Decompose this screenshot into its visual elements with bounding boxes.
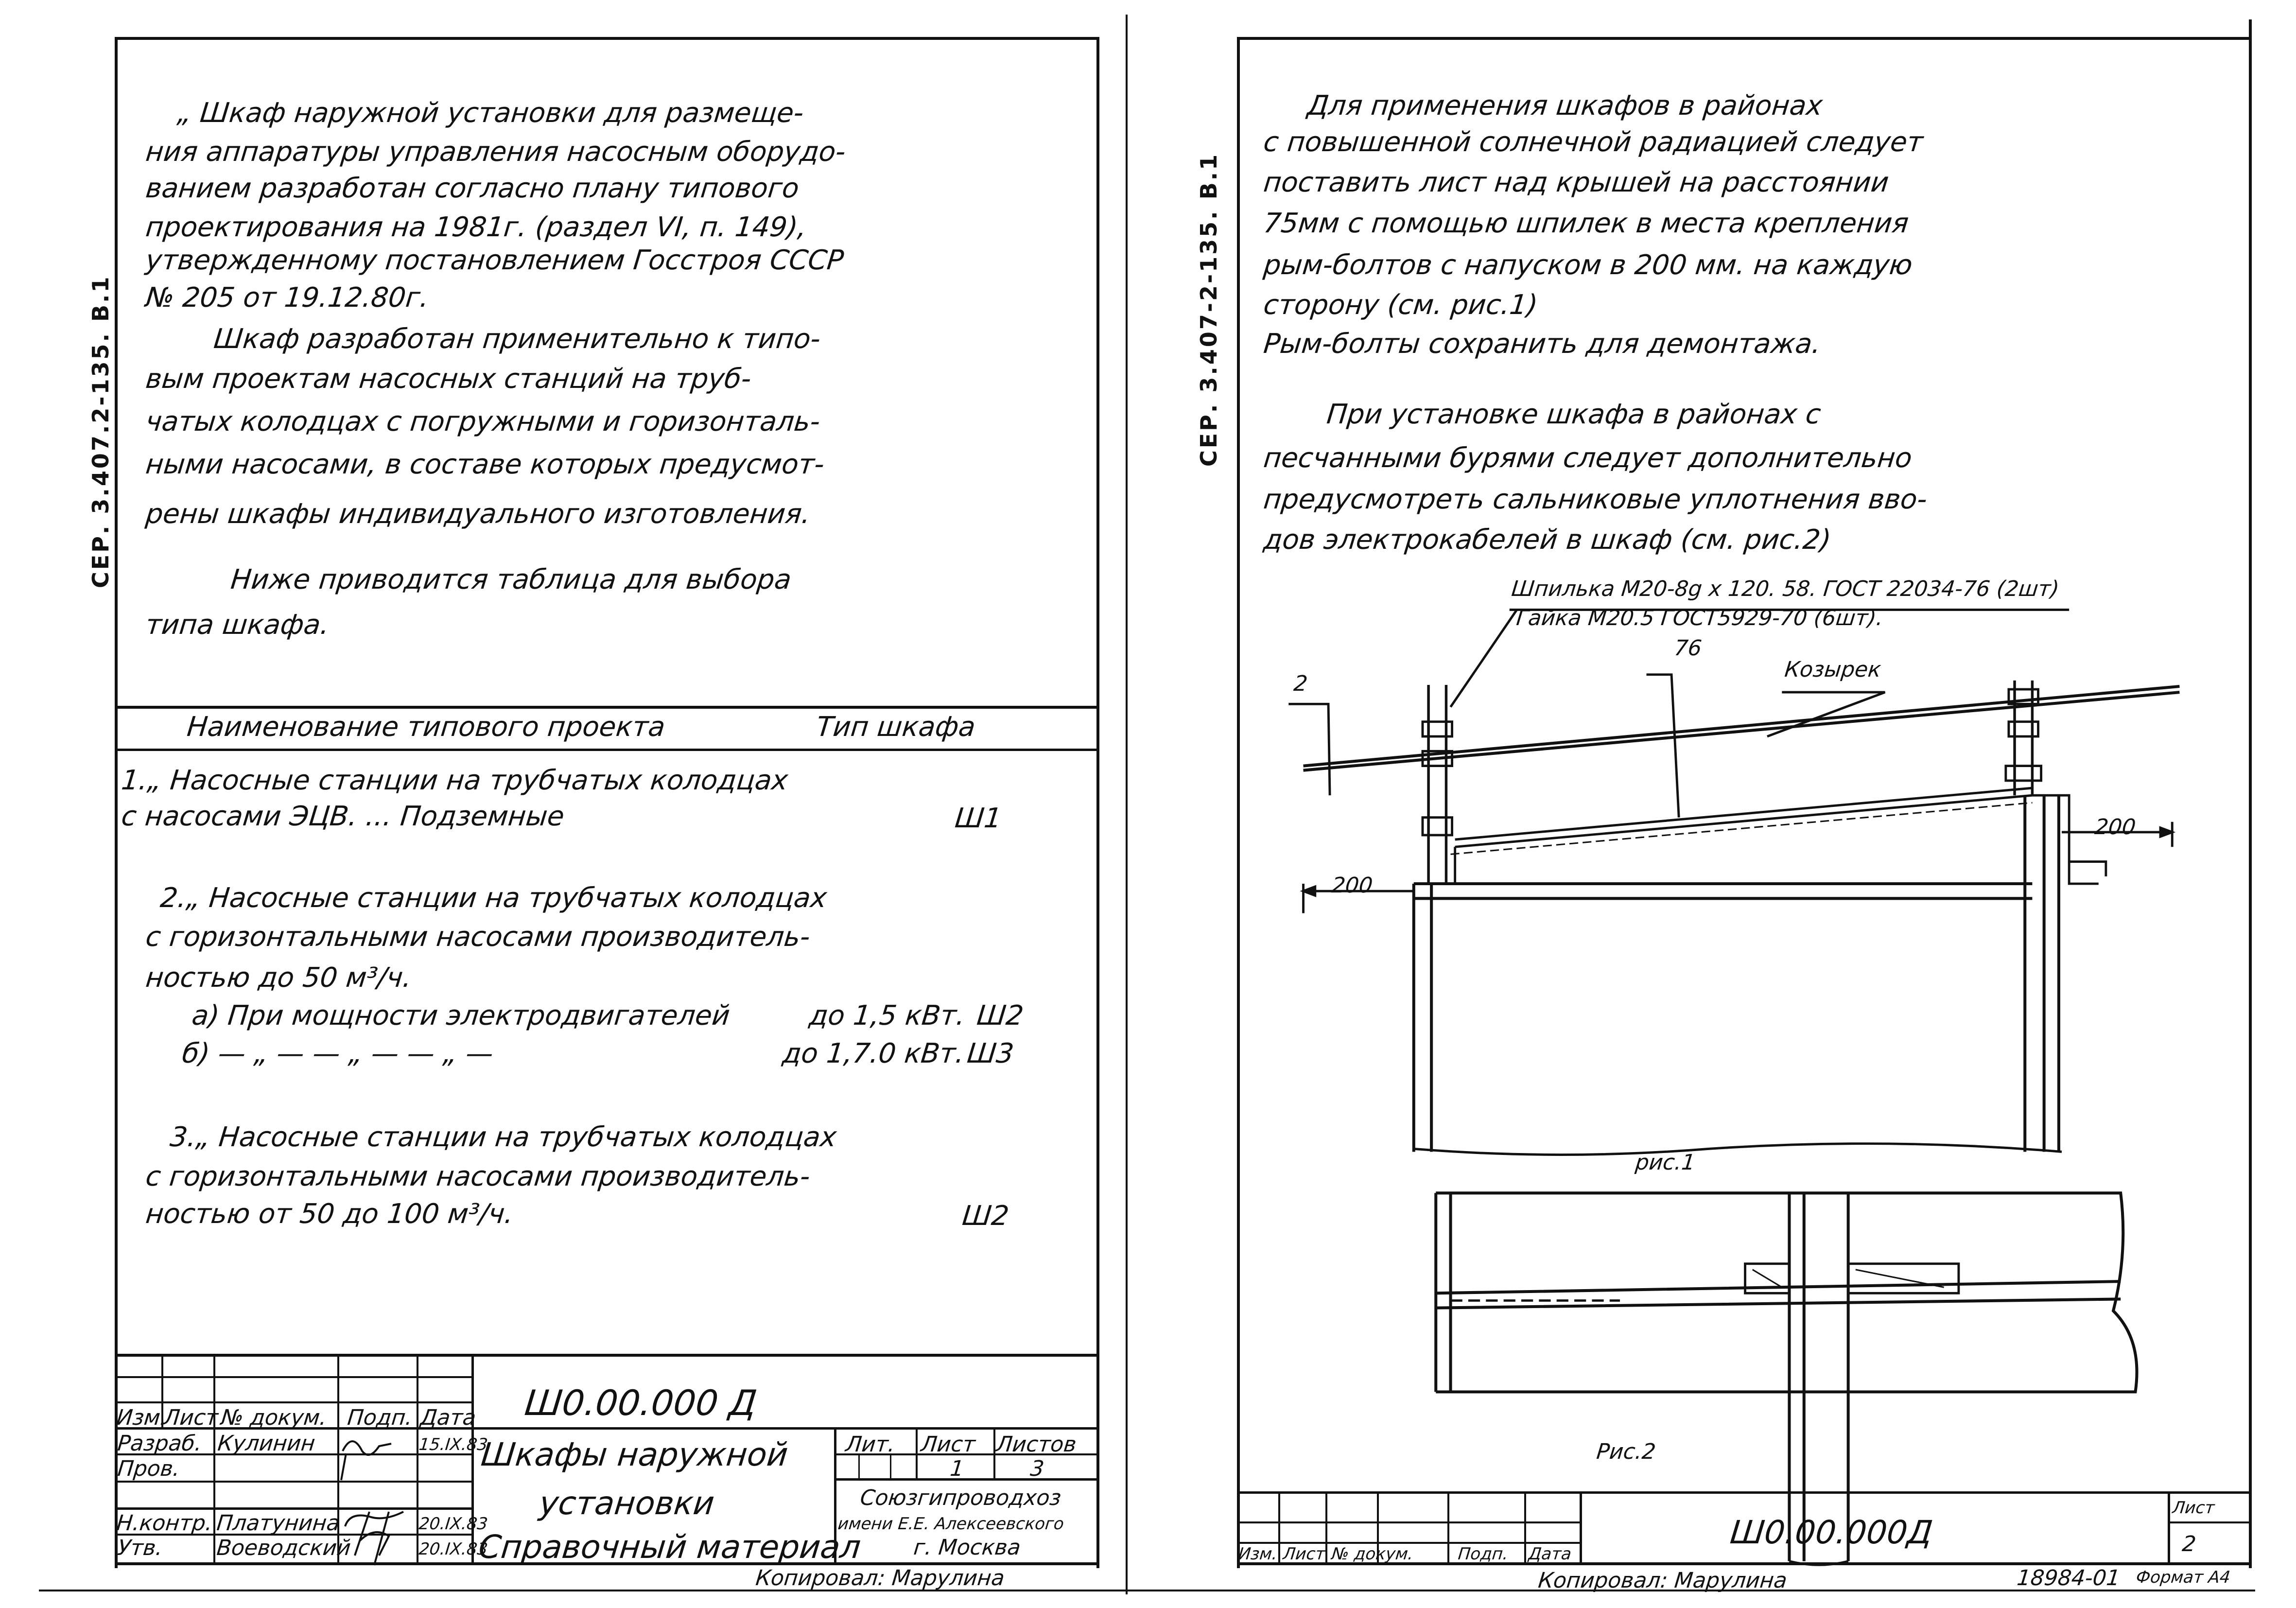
right-copied-by: Копировал: Марулина xyxy=(1537,1568,1789,1593)
right-tb-vline xyxy=(1447,1491,1449,1564)
tb-line xyxy=(115,1507,472,1510)
right-frame-top xyxy=(1237,37,2252,40)
tb-vline xyxy=(161,1354,163,1429)
right-tb-col: Изм. xyxy=(1237,1544,1279,1564)
right-frame-bottom xyxy=(1237,1562,2252,1565)
table-top-line xyxy=(115,706,1098,709)
tb-vline xyxy=(834,1427,836,1563)
left-frame-top xyxy=(115,37,1098,40)
tb-vline xyxy=(916,1427,918,1479)
tb-line xyxy=(835,1478,1098,1481)
right-tb-vline xyxy=(1580,1491,1582,1564)
tb-vline xyxy=(993,1427,995,1479)
table-header-line xyxy=(115,749,1098,751)
right-tb-col: Подп. xyxy=(1457,1544,1510,1564)
right-tb-line xyxy=(2168,1521,2250,1523)
right-frame-left xyxy=(1237,37,1240,1568)
right-tb-sheet-label: Лист xyxy=(2171,1498,2216,1518)
tb-vline xyxy=(213,1354,215,1563)
right-doc-code: Ш0.00.000Д xyxy=(1728,1514,1935,1551)
fig1-cabinet-drawing xyxy=(1288,608,2180,1156)
fig2-gland-drawing xyxy=(1434,1191,2139,1566)
format-label: Формат А4 xyxy=(2135,1568,2231,1587)
right-tb-line xyxy=(1237,1542,1580,1544)
tb-vline xyxy=(890,1453,891,1479)
tb-vline xyxy=(471,1354,474,1563)
tb-vline xyxy=(417,1354,418,1563)
center-divider xyxy=(1126,15,1128,1594)
right-tb-line xyxy=(1237,1521,1580,1523)
tb-vline xyxy=(337,1354,339,1563)
right-tb-sheet-number: 2 xyxy=(2181,1532,2197,1556)
title-block-top xyxy=(115,1354,1098,1357)
right-tb-vline xyxy=(1377,1491,1379,1564)
right-tb-col: № докум. xyxy=(1330,1544,1414,1564)
right-frame-right xyxy=(2249,19,2252,1568)
tb-line xyxy=(115,1481,472,1483)
tb-line xyxy=(115,1401,472,1403)
tb-line xyxy=(115,1376,472,1378)
left-frame-left xyxy=(115,37,118,1568)
right-tb-vline xyxy=(2168,1491,2170,1564)
right-tb-col: Дата xyxy=(1527,1544,1573,1564)
tb-line xyxy=(115,1427,1098,1430)
tb-vline xyxy=(858,1453,860,1479)
right-tb-col: Лист xyxy=(1282,1544,1326,1564)
inventory-number: 18984-01 xyxy=(2016,1566,2122,1591)
right-tb-vline xyxy=(1325,1491,1327,1564)
left-frame-bottom xyxy=(115,1562,1099,1565)
right-tb-top xyxy=(1237,1491,2252,1494)
right-tb-vline xyxy=(1278,1491,1280,1564)
tb-line xyxy=(835,1453,1098,1455)
left-frame-right xyxy=(1096,37,1099,1568)
bottom-trim-line xyxy=(39,1590,2255,1591)
tb-line xyxy=(115,1534,472,1536)
right-tb-vline xyxy=(1524,1491,1526,1564)
tb-line xyxy=(115,1453,472,1455)
